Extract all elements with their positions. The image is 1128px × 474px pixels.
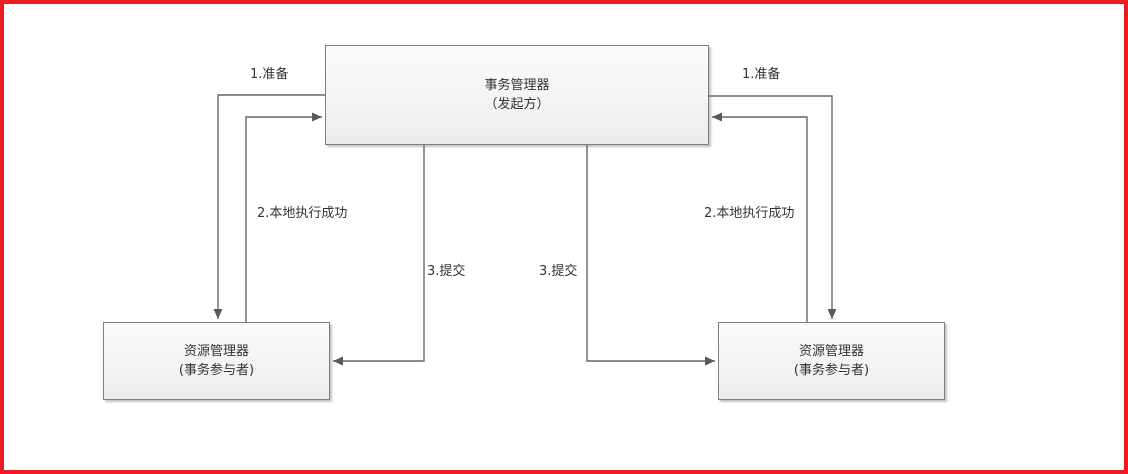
edge-label-commit-right: 3.提交 <box>539 264 578 279</box>
node-resource-manager-left-title: 资源管理器 <box>183 344 249 359</box>
node-resource-manager-right: 资源管理器 (事务参与者) <box>718 322 945 400</box>
edge-local-success-left <box>245 112 322 322</box>
edge-label-local-success-left: 2.本地执行成功 <box>257 206 348 221</box>
edge-prepare-right <box>709 95 837 319</box>
node-transaction-manager-title: 事务管理器 <box>484 78 550 93</box>
node-resource-manager-left: 资源管理器 (事务参与者) <box>103 322 330 400</box>
node-resource-manager-right-title: 资源管理器 <box>798 344 864 359</box>
node-resource-manager-left-subtitle: (事务参与者) <box>178 363 255 378</box>
node-transaction-manager: 事务管理器 （发起方） <box>325 45 709 145</box>
edge-label-prepare-right: 1.准备 <box>742 67 781 82</box>
edge-label-commit-left: 3.提交 <box>427 264 466 279</box>
node-transaction-manager-subtitle: （发起方） <box>484 97 550 112</box>
edge-commit-right <box>586 145 715 366</box>
node-resource-manager-right-subtitle: (事务参与者) <box>793 363 870 378</box>
edge-commit-left <box>333 145 425 366</box>
edge-prepare-left <box>213 94 325 319</box>
edge-label-prepare-left: 1.准备 <box>250 67 289 82</box>
edge-label-local-success-right: 2.本地执行成功 <box>704 206 795 221</box>
edge-local-success-right <box>712 112 808 322</box>
